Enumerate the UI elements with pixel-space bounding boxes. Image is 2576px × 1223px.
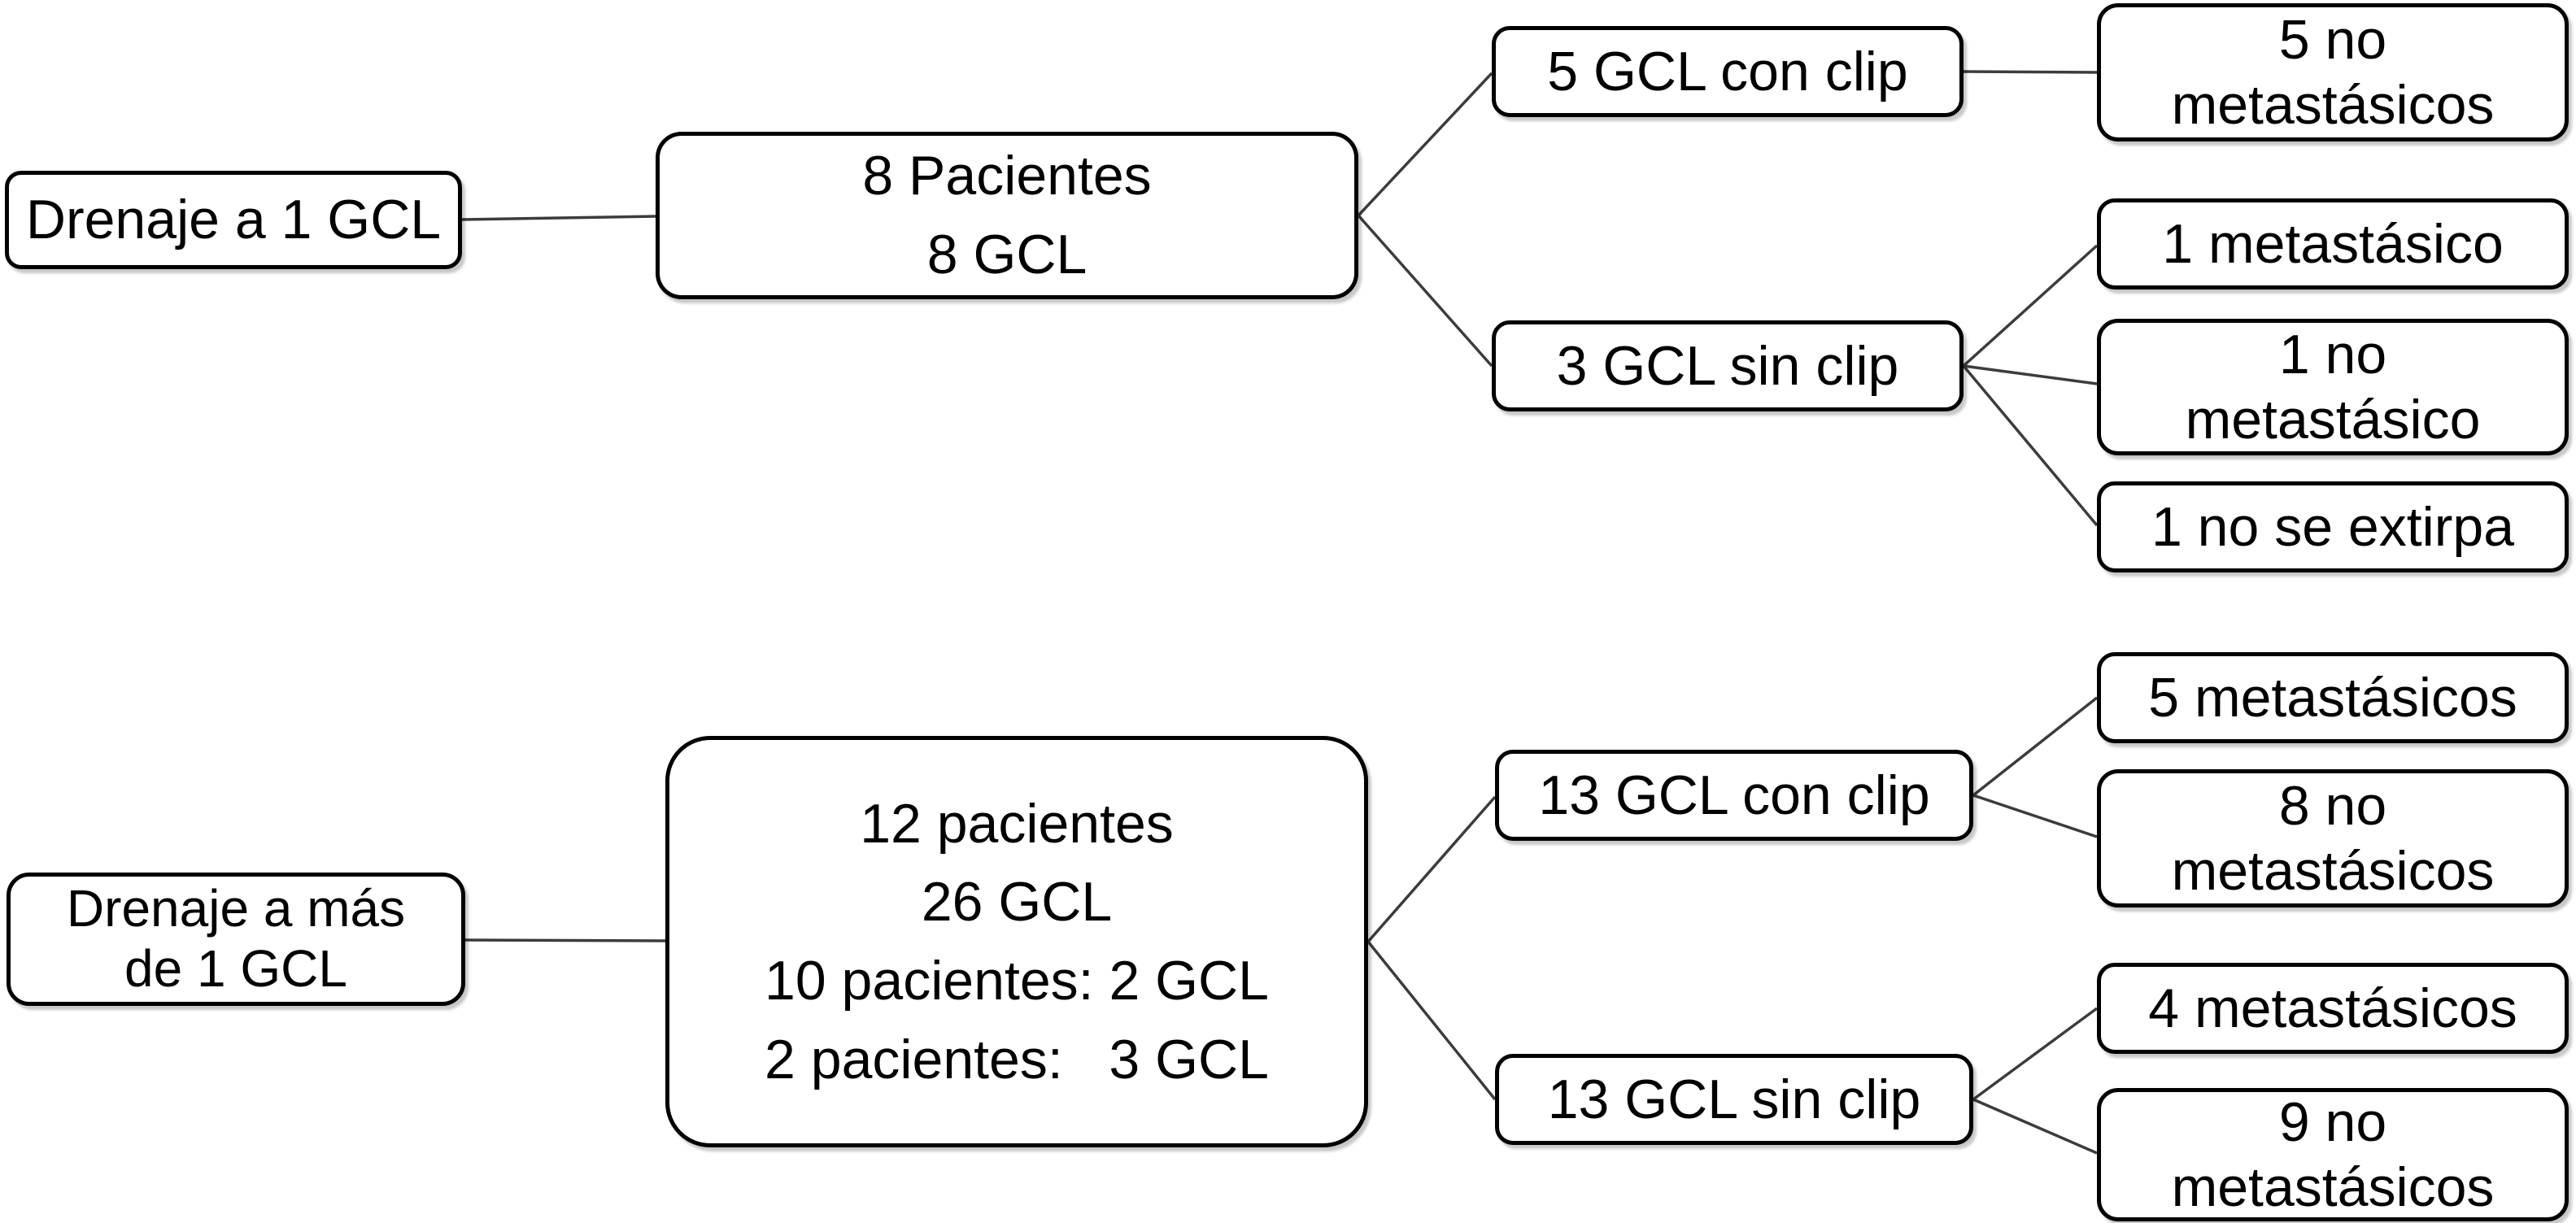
node-13-gcl-con-clip: 13 GCL con clip: [1495, 750, 1973, 841]
edge-sinclip-noseextirpa1: [1962, 364, 2099, 527]
node-12-pacientes-26-gcl: 12 pacientes 26 GCL 10 pacientes: 2 GCL …: [665, 736, 1368, 1147]
edge-sinclip-nometastasico1: [1963, 364, 2098, 385]
edge-pacientes8-conclip: [1357, 72, 1493, 217]
node-3-gcl-sin-clip: 3 GCL sin clip: [1492, 320, 1964, 411]
edge-drenajemas-pacientes12: [464, 938, 666, 942]
node-5-no-metastasicos: 5 no metastásicos: [2097, 3, 2569, 141]
node-8-pacientes-8-gcl: 8 Pacientes 8 GCL: [656, 132, 1358, 299]
edge-pacientes12-sinclip13: [1366, 940, 1497, 1101]
edge-pacientes8-sinclip: [1357, 214, 1493, 368]
node-5-metastasicos: 5 metastásicos: [2097, 652, 2569, 743]
edge-conclip13-nometastasicos8: [1972, 794, 2098, 838]
edge-pacientes12-conclip13: [1366, 795, 1497, 943]
node-8-no-metastasicos: 8 no metastásicos: [2097, 769, 2569, 907]
edge-conclip13-metastasicos5: [1972, 696, 2099, 797]
node-1-no-se-extirpa: 1 no se extirpa: [2097, 481, 2569, 572]
node-drenaje-a-1-gcl: Drenaje a 1 GCL: [5, 171, 462, 269]
node-5-gcl-con-clip: 5 GCL con clip: [1492, 26, 1964, 117]
edge-drenaje1-pacientes8: [461, 215, 656, 221]
edge-sinclip13-nometastasicos9: [1972, 1098, 2098, 1155]
node-4-metastasicos: 4 metastásicos: [2097, 963, 2569, 1054]
node-1-metastasico: 1 metastásico: [2097, 198, 2569, 289]
node-drenaje-a-mas-de-1-gcl: Drenaje a más de 1 GCL: [7, 873, 465, 1006]
edge-sinclip-metastasico1: [1962, 244, 2099, 368]
node-9-no-metastasicos: 9 no metastásicos: [2097, 1088, 2569, 1221]
node-1-no-metastasico: 1 no metastásico: [2097, 319, 2569, 455]
node-13-gcl-sin-clip: 13 GCL sin clip: [1495, 1054, 1973, 1145]
edge-sinclip13-metastasicos4: [1972, 1007, 2099, 1101]
